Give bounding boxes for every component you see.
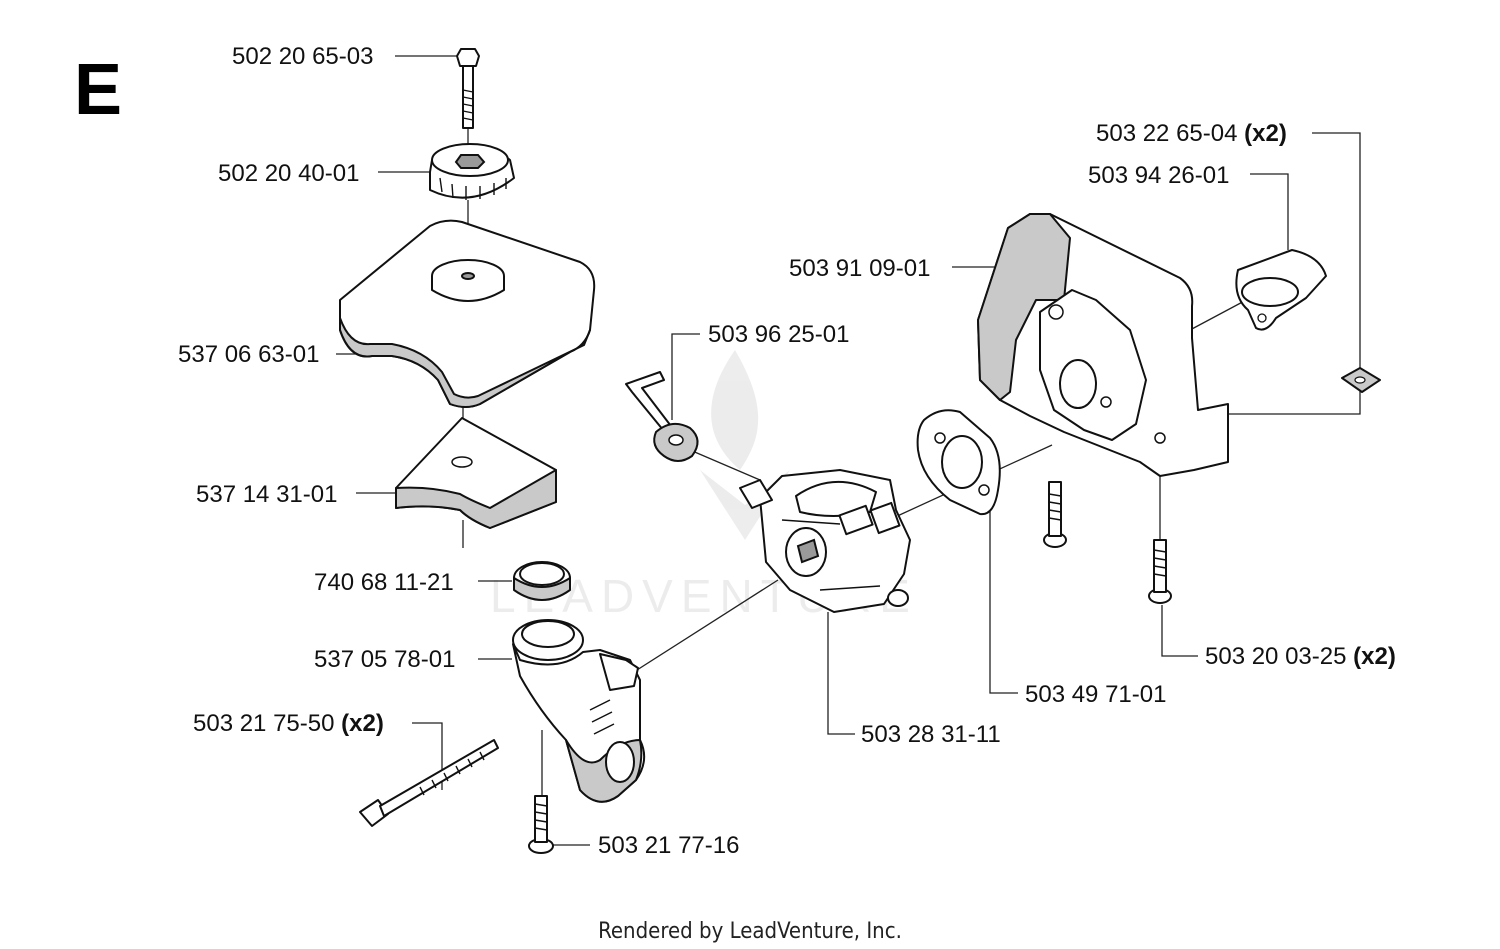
part-label: 740 68 11-21 [314,569,454,596]
air-filter-cover-537-06-63-01 [339,219,596,408]
bolt-503-20-03-25-right [1148,539,1172,604]
carburetor-503-28-31-11 [739,469,911,613]
part-label: 537 05 78-01 [314,646,455,673]
part-labels: 502 20 65-03 502 20 40-01 537 06 63-01 5… [178,43,1396,859]
part-label: 503 22 65-04 (x2) [1096,120,1287,147]
section-letter: E [74,50,122,130]
footer-credit: Rendered by LeadVenture, Inc. [598,919,902,944]
intake-elbow-537-05-78-01 [512,619,646,803]
screw-503-21-77-16 [528,795,554,854]
part-label: 537 14 31-01 [196,481,337,508]
knob-502-20-40-01 [429,143,515,200]
part-label: 537 06 63-01 [178,341,319,368]
part-label: 503 91 09-01 [789,255,930,282]
bolt-503-20-03-25-left [1043,481,1067,548]
part-label: 503 28 31-11 [861,721,1001,748]
part-label: 503 96 25-01 [708,321,849,348]
gasket-503-49-71-01 [916,409,1001,516]
nut-503-22-65-04 [1341,367,1381,393]
screw-503-21-75-50 [359,739,499,827]
filter-housing-503-91-09-01 [977,213,1229,477]
part-label: 502 20 65-03 [232,43,373,70]
bracket-503-94-26-01 [1235,249,1327,331]
leader-lines [336,55,1361,846]
throttle-link-503-96-25-01 [625,371,699,462]
part-label: 503 20 03-25 (x2) [1205,643,1396,670]
part-label: 503 21 75-50 (x2) [193,710,384,737]
bolt-502-20-65-03 [456,48,480,129]
part-label: 503 21 77-16 [598,832,739,859]
part-label: 502 20 40-01 [218,160,359,187]
air-filter-537-14-31-01 [395,417,557,529]
part-label: 503 94 26-01 [1088,162,1229,189]
seal-ring-740-68-11-21 [513,561,571,601]
part-label: 503 49 71-01 [1025,681,1166,708]
watermark-logo [700,350,790,540]
